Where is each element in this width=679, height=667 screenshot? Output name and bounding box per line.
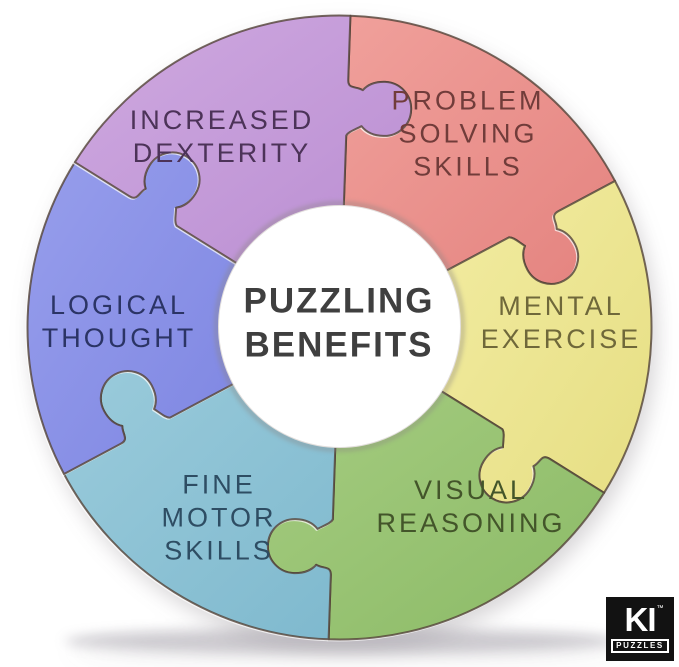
- logo-ki-text: KI: [624, 601, 657, 639]
- center-title: PUZZLING BENEFITS: [244, 279, 435, 367]
- center-title-line1: PUZZLING: [243, 281, 435, 321]
- center-circle: [218, 205, 461, 448]
- center-title-line2: BENEFITS: [244, 325, 434, 364]
- logo-trademark-icon: ™: [656, 605, 664, 613]
- center-circle-shadow-ring: [214, 201, 465, 452]
- logo-sub-text: PUZZLES: [611, 638, 669, 653]
